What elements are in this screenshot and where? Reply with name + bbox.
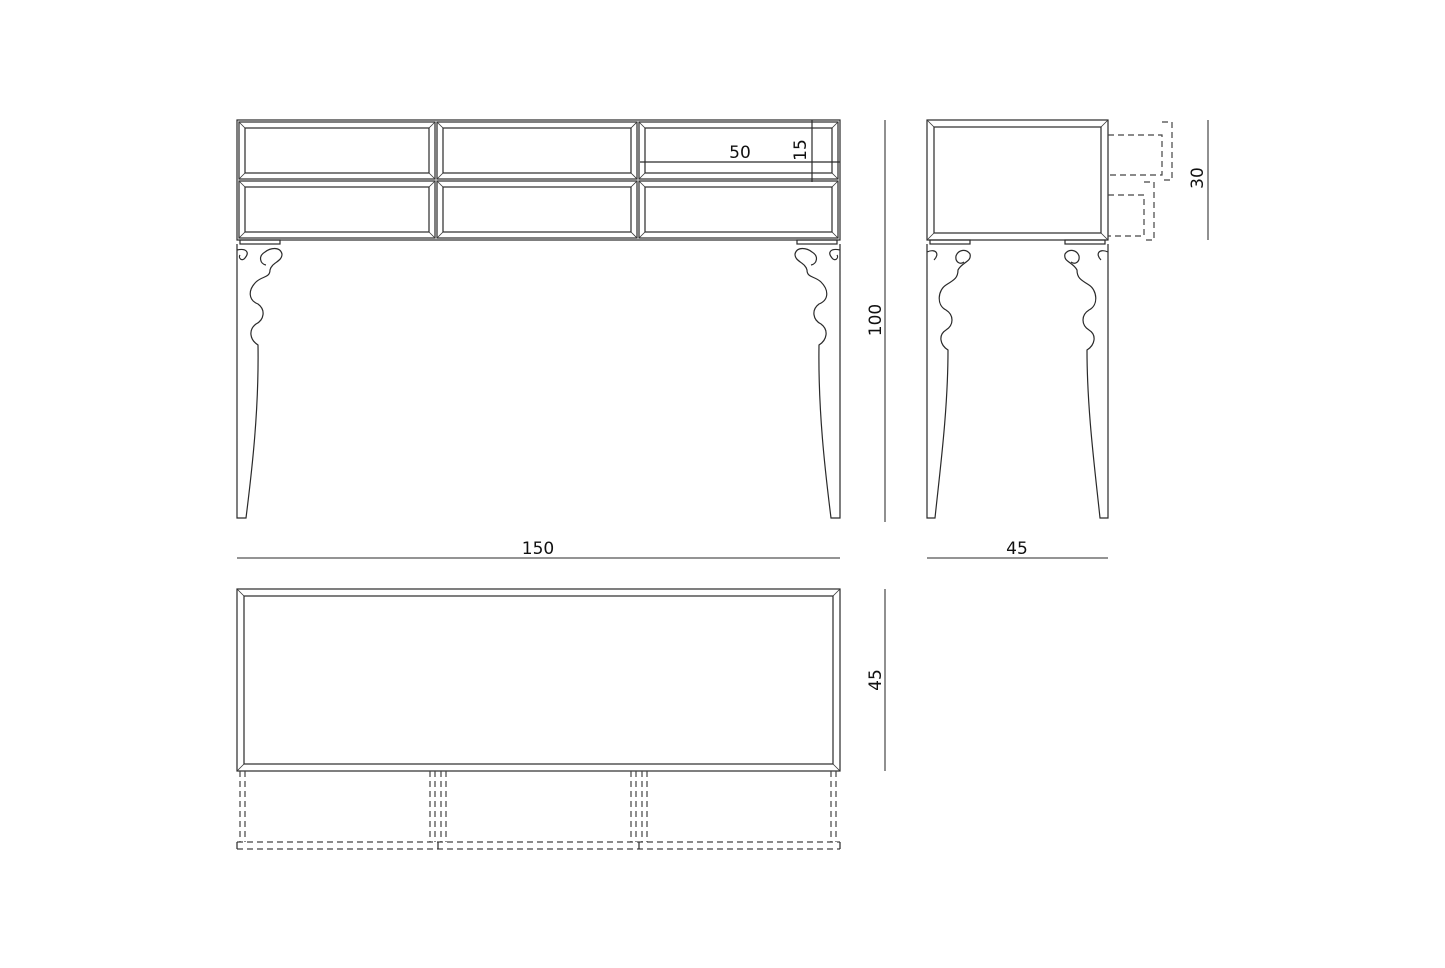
side-right-leg [1064,239,1109,519]
front-view: 50 15 150 100 [236,119,886,559]
front-right-leg [794,239,841,519]
drawer-width-label: 50 [729,143,751,163]
front-left-leg [236,239,283,519]
width-dimension-label: 150 [522,539,554,559]
drawer-runner-dashes [236,771,841,850]
top-view: 45 [236,588,886,850]
side-depth-label: 45 [1006,539,1028,559]
drawer-dimension-annotation: 50 15 [640,120,840,182]
height-dimension-label: 100 [866,304,886,336]
top-depth-label: 45 [866,669,886,691]
side-left-leg [926,239,971,519]
drawer-height-label: 15 [791,139,811,161]
drawer-extension-label: 30 [1188,167,1208,189]
side-view: 30 45 [926,119,1209,559]
drawer-grid [238,121,839,239]
drawer-extension-dashes [1108,121,1173,241]
